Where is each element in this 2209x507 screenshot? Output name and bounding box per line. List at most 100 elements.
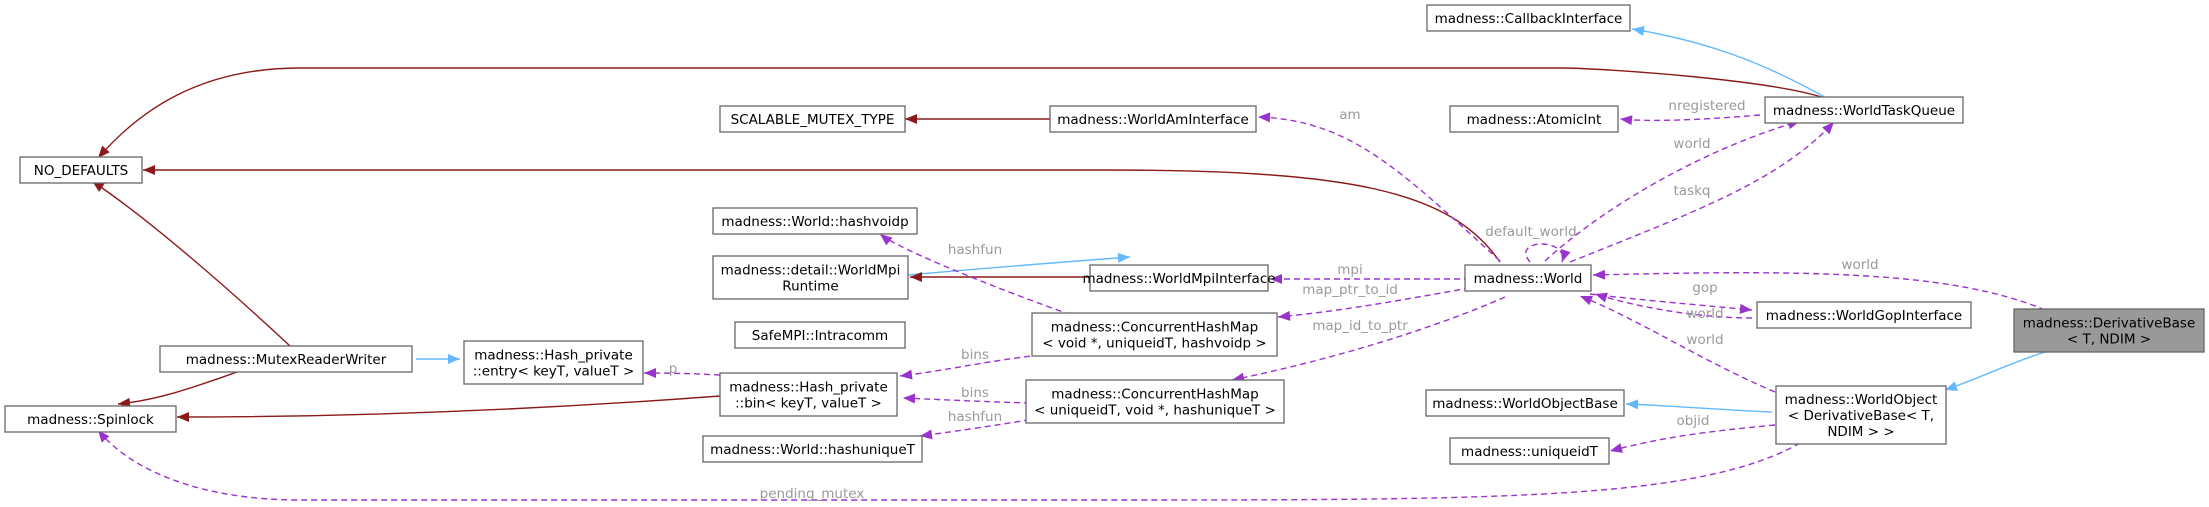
node-intracomm[interactable]: SafeMPI::Intracomm — [734, 321, 906, 349]
node-box — [1449, 437, 1610, 465]
edge-wtq-to-no-defaults — [97, 67, 1831, 159]
node-concurrent-hashmap-uniqueid[interactable]: madness::ConcurrentHashMap< uniqueidT, v… — [1025, 379, 1285, 424]
node-box — [1089, 264, 1269, 292]
node-uniqueidT[interactable]: madness::uniqueidT — [1449, 437, 1610, 465]
node-box — [1426, 4, 1631, 32]
node-label-line: < DerivativeBase< T, — [1788, 408, 1934, 424]
node-label-line: madness::WorldMpiInterface — [1082, 271, 1275, 287]
node-box — [712, 255, 909, 300]
edge-wtq-inherits-callback — [1631, 25, 1831, 101]
node-label-line: madness::ConcurrentHashMap — [1051, 387, 1258, 403]
node-world-am-interface[interactable]: madness::WorldAmInterface — [1049, 105, 1257, 133]
node-label-line: madness::Spinlock — [27, 412, 154, 428]
edge-world-to-wtq — [1544, 119, 1801, 262]
edge-worldobject-inherits-base — [1625, 399, 1773, 413]
edge-label-gop: gop — [1692, 280, 1717, 296]
node-label-line: madness::detail::WorldMpi — [721, 263, 901, 279]
edge-label-default-world: default_world — [1485, 224, 1576, 240]
edge-label-nregistered: nregistered — [1668, 98, 1745, 114]
edge-world-map-ptr-to-id — [1277, 287, 1471, 321]
node-derivative-base[interactable]: madness::DerivativeBase< T, NDIM > — [2013, 308, 2205, 353]
node-box — [2013, 308, 2205, 353]
node-box — [1464, 264, 1592, 292]
edge-hashmap2-bins-bin — [902, 393, 1031, 404]
node-label-line: ::entry< keyT, valueT > — [473, 364, 635, 380]
edge-label-map-id-to-ptr: map_id_to_ptr — [1312, 318, 1408, 334]
node-box — [19, 156, 143, 184]
node-world-hashvoidp[interactable]: madness::World::hashvoidp — [712, 207, 918, 235]
node-label-line: NDIM > > — [1827, 424, 1894, 440]
edge-label-pending-mutex: pending_mutex — [760, 486, 865, 502]
node-world-task-queue[interactable]: madness::WorldTaskQueue — [1764, 96, 1964, 124]
node-label-line: < T, NDIM > — [2067, 332, 2151, 348]
node-box — [702, 435, 923, 463]
node-hash-bin[interactable]: madness::Hash_private::bin< keyT, valueT… — [719, 372, 898, 417]
edge-label-world-gop: world — [1686, 306, 1723, 322]
node-label-line: madness::World — [1474, 271, 1583, 287]
node-box — [4, 405, 177, 433]
node-label-line: madness::WorldTaskQueue — [1773, 103, 1955, 119]
edge-label-hashfun-2: hashfun — [948, 409, 1002, 425]
node-box — [1031, 312, 1278, 357]
node-box — [1775, 385, 1947, 445]
edge-label-map-ptr-to-id: map_ptr_to_id — [1302, 282, 1398, 298]
node-callback-interface[interactable]: madness::CallbackInterface — [1426, 4, 1631, 32]
node-world-mpi-interface[interactable]: madness::WorldMpiInterface — [1082, 264, 1276, 292]
node-box — [1449, 105, 1619, 133]
edge-world-taskq-wtq — [1569, 121, 1835, 263]
edge-label-taskq: taskq — [1674, 183, 1711, 199]
node-spinlock[interactable]: madness::Spinlock — [4, 405, 177, 433]
node-world-object-base[interactable]: madness::WorldObjectBase — [1425, 389, 1625, 417]
node-world-gop-interface[interactable]: madness::WorldGopInterface — [1756, 301, 1972, 329]
node-world-object[interactable]: madness::WorldObject< DerivativeBase< T,… — [1775, 385, 1947, 445]
node-layer: madness::CallbackInterfacemadness::World… — [4, 4, 2205, 465]
edge-bin-to-spinlock — [176, 395, 721, 422]
node-label-line: madness::WorldAmInterface — [1057, 112, 1249, 128]
edge-wtq-nregistered-atomicint — [1619, 114, 1761, 126]
edge-derivative-world-world — [1592, 269, 2046, 311]
node-label-line: madness::World::hashuniqueT — [710, 442, 916, 458]
edge-label-world: world — [1673, 136, 1710, 152]
node-label-line: madness::WorldGopInterface — [1766, 308, 1962, 324]
node-label-line: SafeMPI::Intracomm — [752, 328, 888, 344]
node-label-line: madness::WorldObject — [1785, 392, 1938, 408]
node-concurrent-hashmap-voidp[interactable]: madness::ConcurrentHashMap< void *, uniq… — [1031, 312, 1278, 357]
node-label-line: NO_DEFAULTS — [34, 163, 129, 179]
edge-label-bins-1: bins — [961, 347, 989, 363]
node-box — [463, 340, 644, 385]
node-box — [719, 105, 906, 133]
edge-label-objid: objid — [1677, 413, 1710, 429]
node-label-line: madness::AtomicInt — [1467, 112, 1602, 128]
node-label-line: madness::uniqueidT — [1461, 444, 1599, 460]
edge-derivative-inherits-worldobject — [1944, 351, 2046, 391]
node-hash-entry[interactable]: madness::Hash_private::entry< keyT, valu… — [463, 340, 644, 385]
edge-world-am-amif — [1257, 112, 1501, 262]
node-label-line: madness::CallbackInterface — [1435, 11, 1623, 27]
edge-gopif-world-world — [1594, 292, 1753, 319]
node-world-hashuniqueT[interactable]: madness::World::hashuniqueT — [702, 435, 923, 463]
node-label-line: ::bin< keyT, valueT > — [735, 396, 882, 412]
node-label-line: madness::MutexReaderWriter — [186, 352, 387, 368]
node-box — [1425, 389, 1625, 417]
edge-hashmap-hashfun-hashvoidp — [879, 233, 1081, 319]
edge-mutexrw-to-spinlock — [117, 370, 241, 408]
node-label-line: madness::Hash_private — [729, 380, 888, 396]
edge-bin-p-entry — [643, 368, 721, 379]
node-label-line: madness::DerivativeBase — [2023, 316, 2196, 332]
node-world[interactable]: madness::World — [1464, 264, 1592, 292]
node-label-line: Runtime — [782, 279, 838, 295]
node-atomic-int[interactable]: madness::AtomicInt — [1449, 105, 1619, 133]
node-label-line: madness::WorldObjectBase — [1432, 396, 1618, 412]
edge-hashmap1-bins-bin — [899, 354, 1041, 380]
node-label-line: < void *, uniqueidT, hashvoidp > — [1042, 336, 1266, 352]
node-mutex-reader-writer[interactable]: madness::MutexReaderWriter — [159, 345, 413, 373]
node-no-defaults[interactable]: NO_DEFAULTS — [19, 156, 143, 184]
node-label-line: madness::World::hashvoidp — [721, 214, 908, 230]
edge-world-default-world — [1525, 243, 1571, 263]
edge-label-world-object: world — [1686, 332, 1723, 348]
node-scalable-mutex-type[interactable]: SCALABLE_MUTEX_TYPE — [719, 105, 906, 133]
node-label-line: SCALABLE_MUTEX_TYPE — [731, 112, 895, 128]
node-box — [1049, 105, 1257, 133]
